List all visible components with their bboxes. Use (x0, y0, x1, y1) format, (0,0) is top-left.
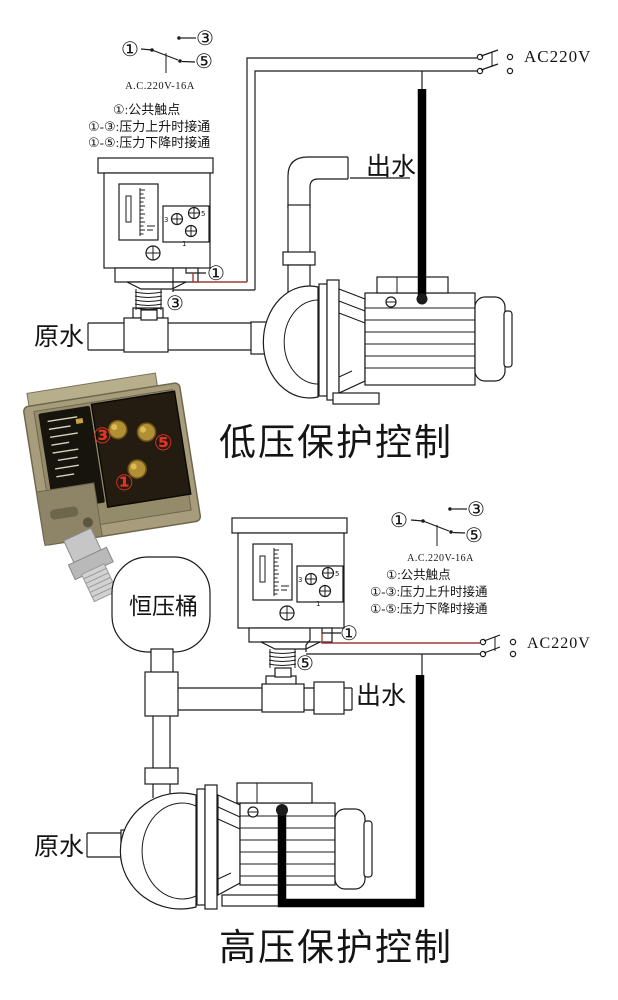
bottom-control-wiring (305, 628, 480, 675)
tank-label: 恒压桶 (129, 594, 198, 619)
bottom-legend-note-3: ①-⑤:压力下降时接通 (370, 602, 488, 616)
top-wire-label-1: ① (207, 261, 225, 285)
top-legend-terminal-5: ⑤ (195, 49, 213, 73)
top-pressure-switch-drawing: 3 5 1 (97, 157, 214, 321)
terminal-label-1: 1 (316, 600, 320, 608)
bottom-legend-rating: A.C.220V-16A (407, 553, 474, 564)
bottom-wire-label-5: ⑤ (296, 651, 314, 675)
top-inlet-label: 原水 (34, 324, 85, 351)
bottom-power-label: AC220V (527, 635, 591, 652)
bottom-legend-terminal-3: ③ (467, 497, 485, 521)
top-legend-terminal-3: ③ (196, 26, 214, 50)
top-legend-note-3: ①-⑤:压力下降时接通 (88, 135, 211, 150)
terminal-label-5: 5 (335, 570, 339, 578)
bottom-wire-label-1: ① (340, 621, 358, 645)
bottom-legend-note-1: ①:公共触点 (386, 568, 451, 582)
top-section-title: 低压保护控制 (219, 423, 453, 464)
brass-terminals (108, 419, 157, 479)
photo-terminal-label-5: ⑤ (154, 431, 173, 456)
terminal-label-5: 5 (201, 210, 205, 218)
bottom-legend-terminal-1: ① (390, 508, 408, 532)
top-power-cable (416, 89, 428, 305)
bottom-power-cable (276, 675, 425, 908)
terminal-screw-icons (170, 206, 201, 238)
pressure-switch-photo (23, 372, 202, 603)
terminal-label-3: 3 (164, 216, 168, 224)
top-pump-drawing (250, 156, 513, 405)
top-legend-note-2: ①-③:压力上升时接通 (88, 119, 211, 134)
terminal-label-3: 3 (298, 576, 302, 584)
photo-terminal-label-1: ① (115, 471, 134, 496)
bottom-section-title: 高压保护控制 (219, 928, 453, 969)
top-outlet-label: 出水 (366, 154, 417, 181)
bottom-legend-terminal-5: ⑤ (465, 523, 483, 547)
bottom-pump-drawing (119, 782, 373, 910)
bottom-tank-and-piping (111, 556, 353, 798)
terminal-screw-icons (304, 566, 335, 598)
top-legend-rating: A.C.220V-16A (125, 81, 195, 92)
bottom-outlet-label: 出水 (356, 683, 407, 710)
top-legend-switch-symbol (140, 36, 196, 73)
top-wire-label-3: ③ (166, 291, 184, 315)
bottom-pressure-switch-drawing: 3 5 1 (231, 517, 348, 678)
top-power-switch-symbol (476, 49, 514, 75)
bottom-legend-note-2: ①-③:压力上升时接通 (370, 585, 488, 599)
bottom-inlet-label: 原水 (34, 834, 85, 861)
photo-threaded-stem (63, 527, 118, 603)
bottom-suction-pipe (86, 832, 126, 858)
top-legend-note-1: ①:公共触点 (113, 102, 181, 117)
bottom-power-switch-symbol (479, 634, 517, 658)
top-control-wiring (172, 57, 477, 292)
top-power-label: AC220V (524, 47, 592, 66)
photo-terminal-label-3: ③ (93, 424, 112, 449)
top-legend-terminal-1: ① (121, 37, 139, 61)
bottom-legend-switch-symbol (410, 507, 467, 546)
terminal-label-1: 1 (182, 240, 186, 248)
